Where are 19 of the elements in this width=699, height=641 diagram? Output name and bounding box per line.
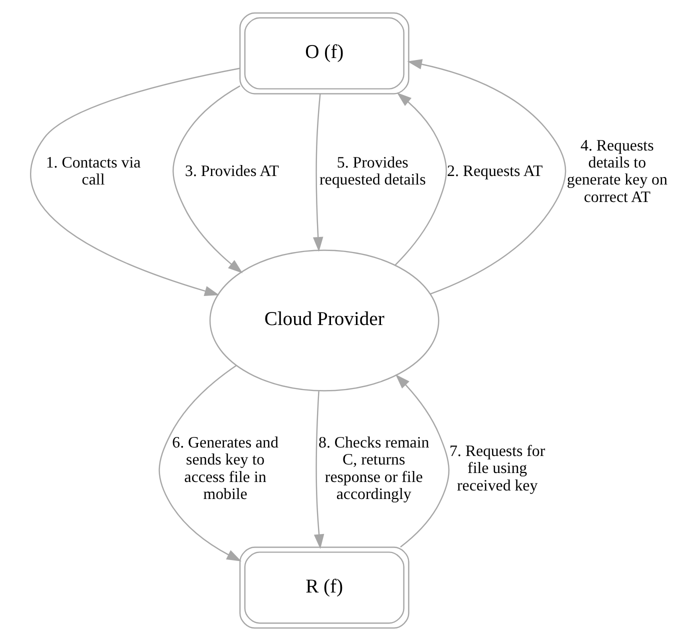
node-box: O (f) [239,12,410,94]
arrow [314,391,324,549]
arrow [30,68,240,296]
edge-label: 3. Provides AT [185,163,280,180]
node-box: R (f) [239,546,410,629]
arrow [395,374,450,548]
arrow [172,85,243,274]
edge-label: 2. Requests AT [447,163,543,180]
arrow [312,94,324,252]
edge-label: 8. Checks remain C, returns response or file accordingly [318,434,430,503]
arrow [394,92,447,266]
edge-label: 6. Generates and sends key to access file in mobile [172,434,278,503]
edge-label: 1. Contacts via call [46,154,141,189]
arrow [407,59,566,295]
arrow [158,364,242,562]
edge-label: 5. Provides requested details [320,154,426,189]
node-ellipse: Cloud Provider [209,250,440,392]
edge-label: 4. Requests details to generate key on correct AT [566,137,668,206]
edge-label: 7. Requests for file using received key [449,443,546,494]
